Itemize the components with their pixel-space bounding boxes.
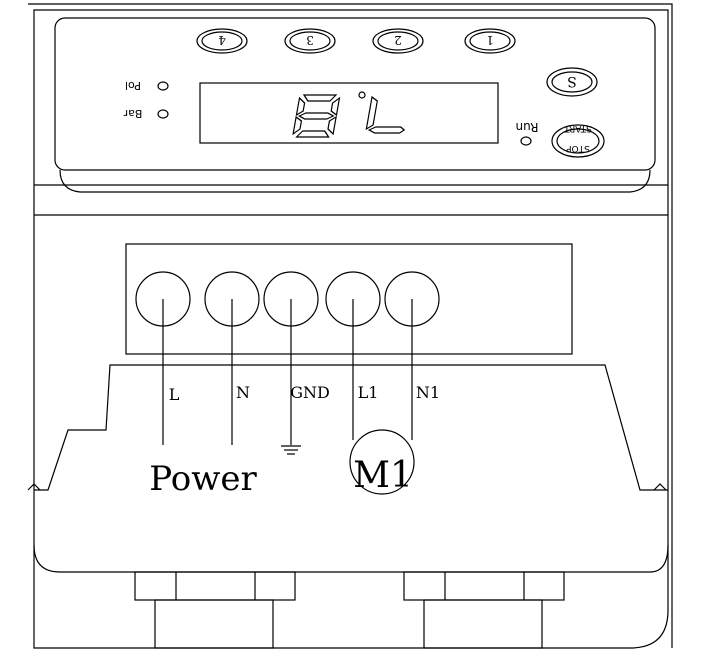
button-2[interactable]: 2 xyxy=(372,28,424,54)
terminal-block xyxy=(125,243,573,355)
digit-8-icon xyxy=(292,94,341,138)
indicator-bar-label: Bar xyxy=(123,107,142,120)
terminal-label-gnd: GND xyxy=(290,383,330,402)
control-panel: 4 3 2 1 Pol Bar xyxy=(54,17,656,171)
power-label: Power xyxy=(149,459,257,499)
indicator-run: Run xyxy=(515,120,539,146)
ground-icon xyxy=(281,445,301,455)
button-3-label: 3 xyxy=(306,33,314,47)
stop-start-button[interactable]: START STOP xyxy=(551,123,605,158)
display-dot-icon xyxy=(358,91,366,99)
indicator-run-label: Run xyxy=(515,120,538,134)
terminal-label-l: L xyxy=(169,385,180,404)
indicator-pol-label: Pol xyxy=(125,79,141,92)
terminal-label-n: N xyxy=(236,383,250,402)
indicator-bar: Bar xyxy=(123,107,169,120)
display-text: 8L xyxy=(320,149,322,151)
lower-housing xyxy=(27,364,669,649)
motor-label: M1 xyxy=(353,455,413,496)
s-circle-icon: S xyxy=(567,73,577,89)
mode-button[interactable]: S xyxy=(546,67,598,97)
start-label: START xyxy=(564,123,592,133)
button-4-label: 4 xyxy=(218,33,226,47)
run-led-icon xyxy=(520,136,532,146)
terminal-label-l1: L1 xyxy=(358,383,379,402)
terminal-label-n1: N1 xyxy=(416,383,440,402)
pol-led-icon xyxy=(157,81,169,91)
indicator-pol: Pol xyxy=(125,79,169,92)
button-4[interactable]: 4 xyxy=(196,28,248,54)
motor-symbol xyxy=(349,429,415,495)
wiring xyxy=(162,299,415,495)
button-1[interactable]: 1 xyxy=(464,28,516,54)
lcd-display: 8L xyxy=(199,82,499,151)
bar-led-icon xyxy=(157,109,169,119)
button-1-label: 1 xyxy=(486,33,494,47)
device-housing xyxy=(28,3,673,649)
stop-label: STOP xyxy=(566,143,590,153)
button-3[interactable]: 3 xyxy=(284,28,336,54)
letter-l-icon xyxy=(365,95,406,134)
button-2-label: 2 xyxy=(394,33,402,47)
